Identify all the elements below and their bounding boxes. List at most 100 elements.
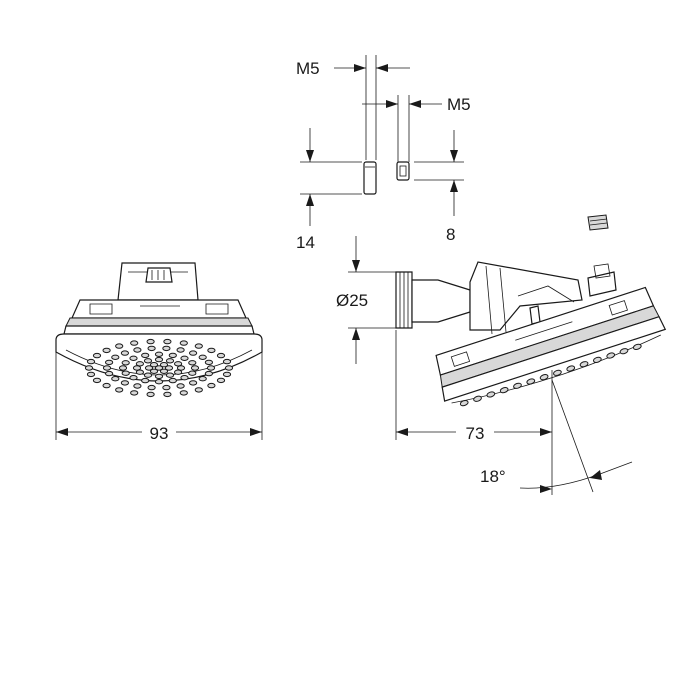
- nozzle: [149, 362, 159, 368]
- nozzle: [84, 365, 94, 371]
- nozzle: [141, 352, 150, 359]
- nozzle: [179, 390, 188, 396]
- nozzle: [115, 387, 124, 393]
- side-nozzle: [513, 382, 522, 389]
- nozzle: [118, 365, 128, 371]
- nozzle: [189, 350, 198, 356]
- nozzle: [198, 354, 207, 360]
- nozzle: [143, 358, 153, 364]
- nozzle: [164, 365, 174, 371]
- screw-detail: M5 M5 14 8: [296, 55, 471, 252]
- nozzle: [216, 352, 226, 359]
- nozzle: [163, 338, 172, 345]
- shower-head-front-view: [55, 262, 263, 398]
- nozzle: [135, 361, 144, 367]
- nozzle-pattern: [84, 338, 234, 398]
- nozzle: [174, 361, 183, 367]
- nozzle: [147, 345, 156, 352]
- nozzle: [147, 384, 156, 391]
- nozzle: [207, 347, 216, 354]
- dimension-head-diameter: 93: [55, 352, 263, 443]
- projection-label: 73: [466, 424, 485, 443]
- nozzle: [102, 347, 111, 354]
- nozzle: [188, 360, 197, 366]
- nozzle: [130, 390, 139, 396]
- nozzle: [130, 340, 139, 346]
- nozzle: [102, 365, 112, 371]
- head-diameter-label: 93: [150, 424, 169, 443]
- screw-a-length-label: 14: [296, 233, 315, 252]
- side-nozzle: [632, 343, 642, 350]
- nozzle: [111, 376, 120, 382]
- nozzle: [129, 355, 138, 361]
- nozzle: [224, 365, 234, 371]
- nozzle: [120, 380, 130, 386]
- nozzle: [115, 343, 124, 349]
- nozzle: [86, 371, 96, 378]
- nozzle: [168, 377, 177, 384]
- nozzle: [154, 356, 164, 363]
- nozzle: [92, 352, 102, 359]
- dimension-inlet-diameter: Ø25: [336, 236, 396, 364]
- nozzle: [162, 345, 171, 352]
- nozzle: [159, 368, 169, 374]
- side-nozzle: [486, 391, 496, 398]
- dimension-tilt-angle: 18°: [480, 379, 633, 493]
- nozzle: [198, 376, 207, 382]
- nozzle: [194, 387, 203, 393]
- side-nozzle: [499, 387, 509, 394]
- side-nozzle: [553, 369, 562, 376]
- nozzle: [146, 391, 155, 398]
- side-nozzle: [473, 395, 482, 402]
- nozzle: [204, 359, 213, 366]
- nozzle: [105, 370, 114, 377]
- side-nozzle: [539, 374, 549, 381]
- nozzle: [179, 340, 188, 346]
- side-nozzle: [619, 348, 629, 355]
- nozzle: [190, 365, 200, 371]
- nozzle: [129, 375, 138, 381]
- nozzle: [154, 379, 164, 385]
- screw-b-thread-label: M5: [447, 95, 471, 114]
- nozzle: [162, 384, 171, 391]
- set-screw-part: [587, 214, 609, 231]
- nozzle: [222, 371, 232, 378]
- nozzle: [176, 383, 185, 389]
- nozzle: [120, 350, 130, 356]
- nozzle: [92, 377, 102, 384]
- nozzle: [216, 377, 226, 384]
- nozzle: [144, 365, 154, 371]
- nozzle: [149, 368, 159, 374]
- nozzle: [86, 358, 96, 365]
- nozzle: [204, 370, 213, 377]
- nozzle: [165, 358, 175, 364]
- nozzle: [154, 351, 164, 357]
- screw-b-length-label: 8: [446, 225, 455, 244]
- nozzle: [163, 391, 172, 398]
- side-nozzle: [459, 400, 469, 407]
- inlet-diameter-label: Ø25: [336, 291, 368, 310]
- nozzle: [146, 338, 155, 345]
- nozzle: [102, 382, 111, 389]
- nozzle: [121, 370, 130, 376]
- nozzle: [180, 355, 189, 361]
- nozzle: [154, 373, 164, 380]
- nozzle: [168, 352, 177, 359]
- screw-a-thread-label: M5: [296, 59, 320, 78]
- nozzle: [159, 362, 169, 368]
- nozzle: [176, 347, 185, 353]
- nozzle: [141, 377, 150, 384]
- dimension-projection: 73: [395, 330, 553, 495]
- nozzle: [154, 365, 164, 371]
- side-nozzle: [592, 356, 602, 363]
- side-nozzle: [566, 365, 576, 372]
- side-nozzle: [579, 361, 589, 368]
- nozzle: [165, 372, 175, 378]
- nozzle: [174, 369, 183, 375]
- nozzle: [206, 365, 216, 371]
- nozzle: [121, 360, 130, 366]
- nozzle: [194, 343, 203, 349]
- nozzle: [189, 380, 198, 386]
- nozzle: [188, 370, 197, 376]
